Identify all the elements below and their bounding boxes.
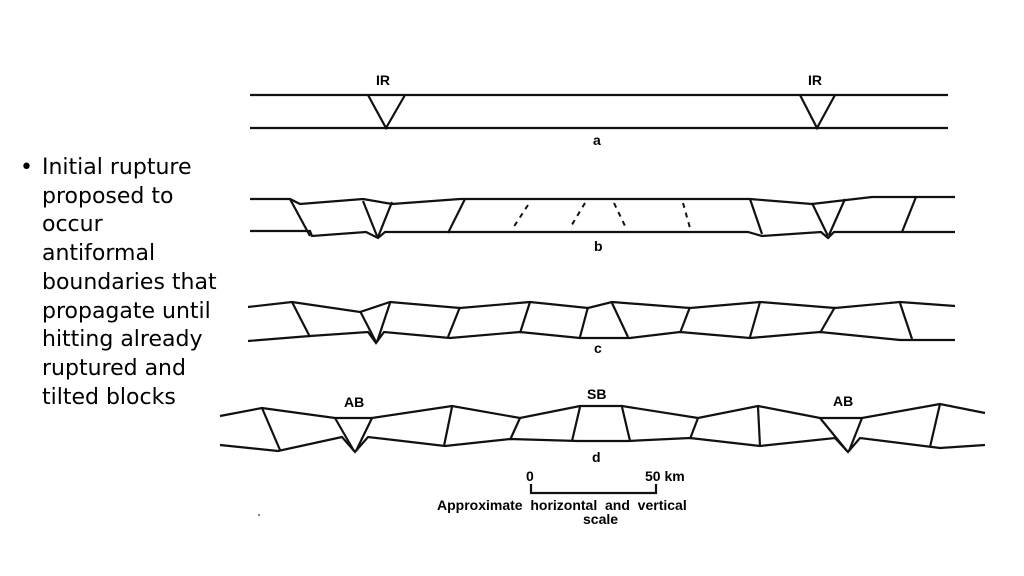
panel-d-fault xyxy=(847,417,864,452)
scale-bar-line xyxy=(529,484,658,495)
panel-c-fault xyxy=(678,306,692,334)
panel-b-bottom-line xyxy=(250,229,955,240)
bullet-text: Initial rupture proposed to occur antifo… xyxy=(42,155,217,410)
panel-d-fault xyxy=(355,417,373,452)
panel-c-fault xyxy=(819,306,836,334)
panel-c-fault xyxy=(359,310,377,343)
panel-d-fault xyxy=(334,417,355,452)
panel-d-fault xyxy=(508,417,522,441)
panel-a-letter: a xyxy=(593,132,601,148)
panel-b-incipient-fault xyxy=(512,204,529,229)
panel-d-fault xyxy=(928,403,942,448)
panel-c-fault xyxy=(291,301,311,338)
panel-d-fault xyxy=(442,406,454,447)
scale-caption: Approximate horizontal and vertical xyxy=(437,497,687,513)
panel-d-fault xyxy=(620,406,632,442)
panel-c-bottom-line xyxy=(247,330,955,345)
panel-a-label-ir-right: IR xyxy=(808,72,822,88)
panel-c-fault xyxy=(518,301,532,334)
panel-b-fault xyxy=(447,198,466,234)
panel-c-letter: c xyxy=(594,340,602,356)
panel-b-fault xyxy=(361,200,379,237)
panel-d-label-ab-left: AB xyxy=(344,394,364,410)
panel-a-rupture-left xyxy=(367,94,406,131)
panel-c: c xyxy=(247,300,956,356)
panel-d-fault xyxy=(819,417,848,452)
panel-c-top-line xyxy=(247,300,956,314)
panel-b-fault xyxy=(827,198,847,236)
bullet-point: • Initial rupture proposed to occur anti… xyxy=(20,154,220,412)
panel-d-bottom-line xyxy=(219,435,986,454)
panel-b-incipient-fault xyxy=(569,202,586,229)
panel-d-fault xyxy=(688,417,700,440)
panel-d-fault xyxy=(260,407,282,451)
panel-d-top-line xyxy=(219,402,986,420)
bullet-marker: • xyxy=(20,155,33,180)
panel-d-fault xyxy=(570,406,582,442)
panel-b-fault xyxy=(811,202,829,237)
scale-start-label: 0 xyxy=(526,468,534,484)
panel-b: b xyxy=(250,195,955,254)
panel-b-fault xyxy=(289,198,311,237)
panel-d: AB SB AB d xyxy=(219,386,986,465)
panel-c-fault xyxy=(611,302,629,338)
panel-d-label-ab-right: AB xyxy=(833,393,853,409)
panel-b-top-line xyxy=(250,195,955,206)
panel-b-fault xyxy=(376,201,394,238)
panel-b-incipient-fault xyxy=(613,202,627,229)
panel-b-letter: b xyxy=(594,238,603,254)
panel-a: IR IR a xyxy=(250,72,948,148)
panel-b-fault xyxy=(748,198,764,235)
panel-c-fault xyxy=(375,302,392,343)
speck xyxy=(258,514,260,516)
panel-b-fault xyxy=(900,196,918,233)
panel-d-fault xyxy=(756,406,762,447)
panel-b-incipient-fault xyxy=(682,202,691,229)
scale-end-label: 50 km xyxy=(645,468,685,484)
panel-c-fault xyxy=(748,301,762,338)
panel-d-letter: d xyxy=(592,449,601,465)
scale-bar: 0 50 km Approximate horizontal and verti… xyxy=(437,468,687,527)
panel-c-fault xyxy=(446,306,462,338)
panel-a-label-ir-left: IR xyxy=(376,72,390,88)
panel-a-rupture-right xyxy=(799,94,836,131)
panel-d-label-sb: SB xyxy=(587,386,606,402)
panel-c-fault xyxy=(578,306,590,338)
scale-caption-line2: scale xyxy=(583,511,618,527)
panel-c-fault xyxy=(898,302,914,340)
